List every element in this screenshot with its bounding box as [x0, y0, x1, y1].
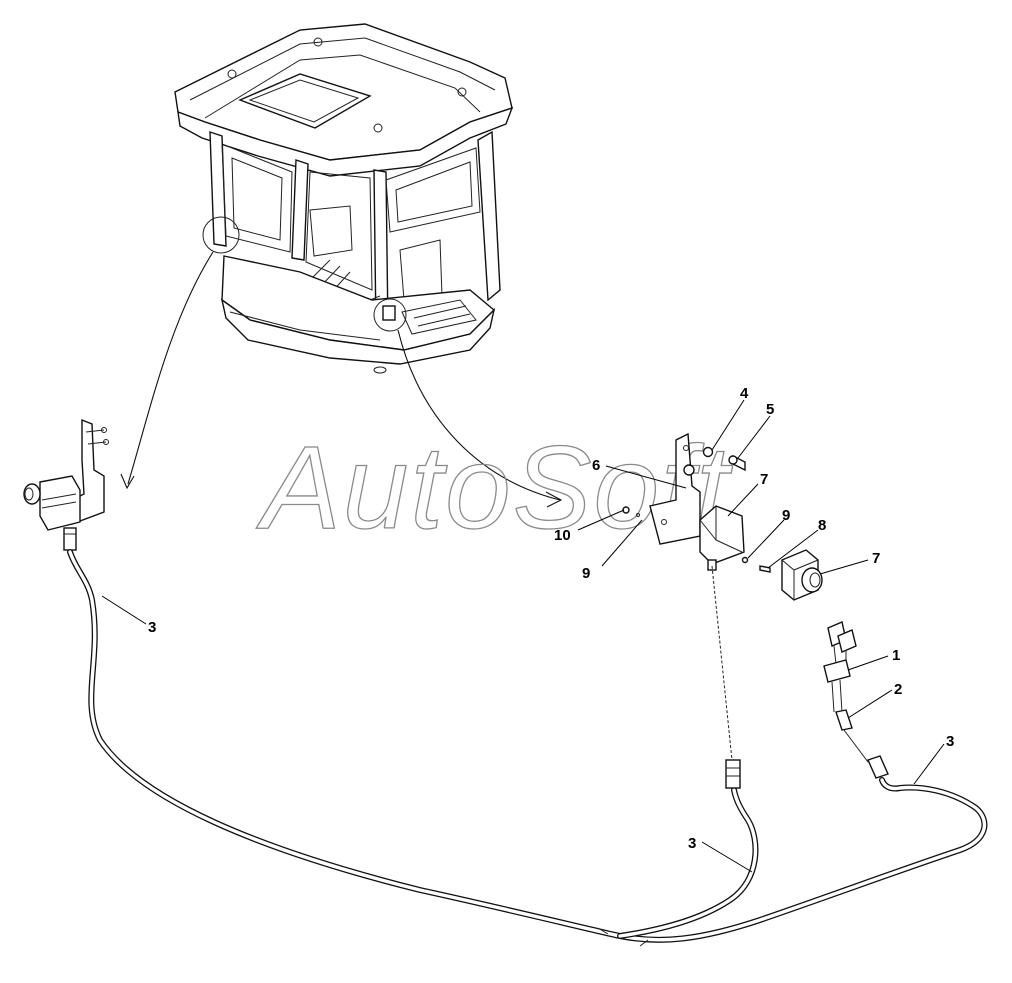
watermark-text: AutoSoft	[256, 422, 733, 554]
callout-3-left: 3	[148, 619, 156, 636]
callout-5: 5	[766, 401, 774, 418]
bracket-assembly	[622, 432, 823, 601]
callout-3-right: 3	[946, 733, 954, 750]
callout-7-knob: 7	[872, 550, 880, 567]
callout-labels: 4 5 6 7 10 9 9 8 7 3 1 2 3 3	[148, 385, 954, 852]
callout-2: 2	[894, 681, 902, 698]
callout-10: 10	[554, 527, 571, 544]
callout-8: 8	[818, 517, 826, 534]
leader-lines	[101, 399, 945, 873]
arrow-to-bracket	[397, 329, 561, 501]
callout-1: 1	[892, 647, 900, 664]
callout-6: 6	[592, 457, 600, 474]
callout-3-bottom: 3	[688, 835, 696, 852]
callout-4: 4	[740, 385, 749, 402]
detail-circle-right	[373, 298, 407, 332]
operator-cab	[174, 23, 514, 374]
detail-circle-left	[202, 216, 240, 254]
callout-9-left: 9	[582, 565, 590, 582]
left-switch-assembly	[23, 418, 109, 551]
callout-9-right: 9	[782, 507, 790, 524]
connector-assembly	[823, 621, 889, 779]
callout-7-housing: 7	[760, 471, 768, 488]
wire-harness	[67, 549, 988, 947]
arrow-to-left-switch	[127, 251, 214, 485]
